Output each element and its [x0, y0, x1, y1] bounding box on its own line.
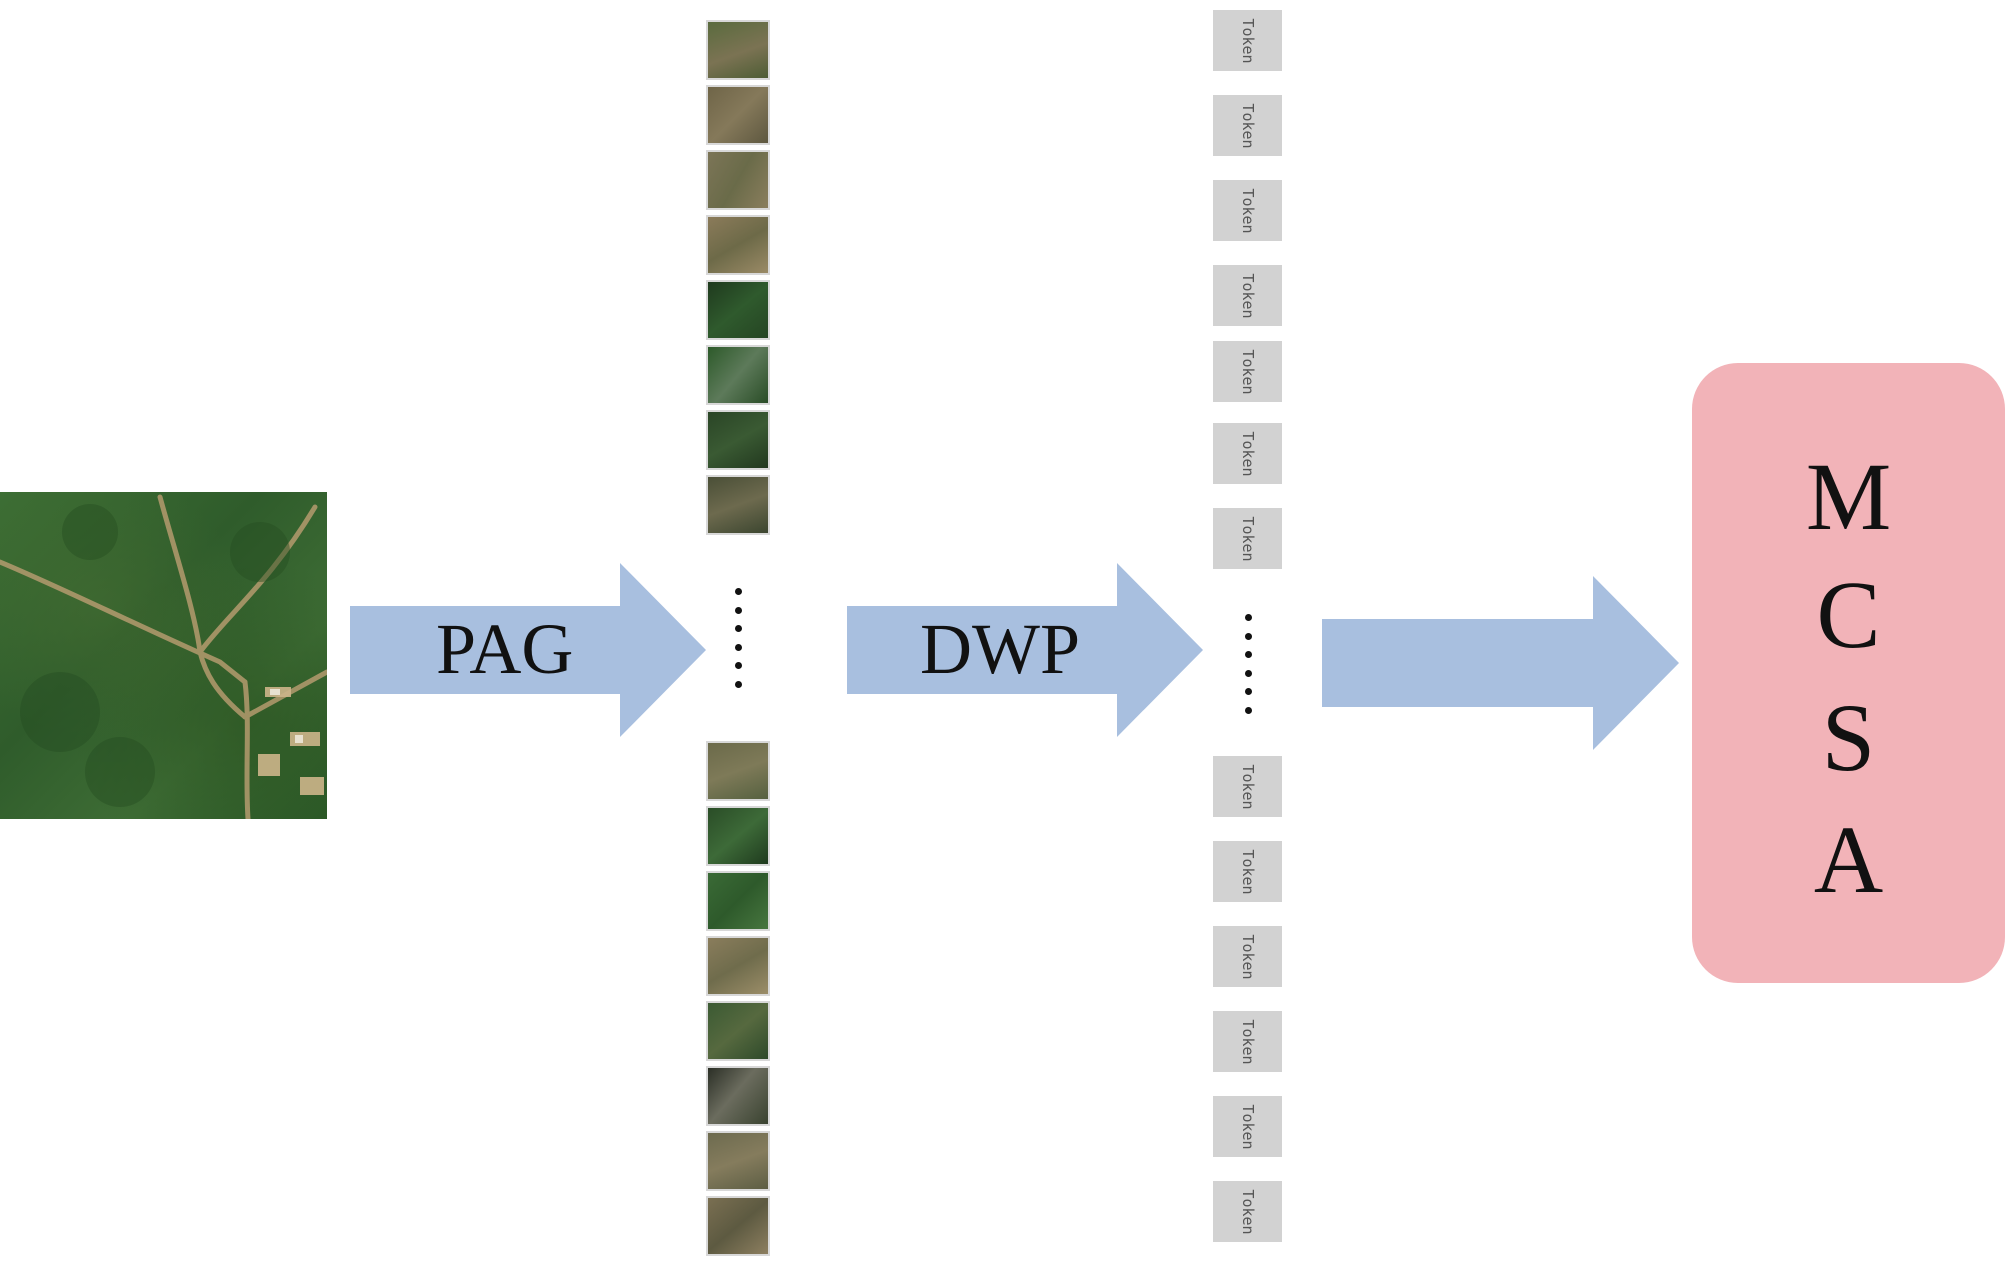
token-label: Token [1238, 102, 1257, 149]
token-label: Token [1238, 1018, 1257, 1065]
token-box: Token [1213, 423, 1282, 484]
token-label: Token [1238, 933, 1257, 980]
mcsa-letter: S [1821, 684, 1876, 791]
token-box: Token [1213, 1011, 1282, 1072]
image-patch [706, 871, 770, 931]
token-label: Token [1238, 848, 1257, 895]
token-label: Token [1238, 1188, 1257, 1235]
mcsa-letter: A [1813, 806, 1884, 913]
image-patch [706, 85, 770, 145]
to-mcsa-arrow [1322, 576, 1679, 750]
image-patch [706, 1066, 770, 1126]
image-patch [706, 741, 770, 801]
token-label: Token [1238, 430, 1257, 477]
token-label: Token [1238, 515, 1257, 562]
image-patch [706, 345, 770, 405]
dwp-arrow: DWP [847, 563, 1203, 737]
mcsa-block: M C S A [1692, 363, 2005, 983]
token-box: Token [1213, 841, 1282, 902]
token-box: Token [1213, 265, 1282, 326]
image-patch [706, 475, 770, 535]
image-patch [706, 20, 770, 80]
token-box: Token [1213, 180, 1282, 241]
aerial-roads-illustration [0, 494, 327, 819]
token-box: Token [1213, 926, 1282, 987]
image-patch [706, 280, 770, 340]
image-patch [706, 1196, 770, 1256]
image-patch [706, 936, 770, 996]
mcsa-letter: M [1805, 443, 1892, 550]
token-label: Token [1238, 272, 1257, 319]
token-box: Token [1213, 341, 1282, 402]
token-label: Token [1238, 348, 1257, 395]
pag-arrow-label: PAG [436, 609, 574, 689]
pag-arrow-shape [350, 563, 706, 737]
token-label: Token [1238, 1103, 1257, 1150]
token-box: Token [1213, 508, 1282, 569]
input-aerial-image [0, 492, 327, 819]
image-patch [706, 215, 770, 275]
token-box: Token [1213, 1181, 1282, 1242]
patch-ellipsis [733, 588, 743, 688]
mcsa-letter: C [1816, 561, 1881, 668]
token-box: Token [1213, 756, 1282, 817]
pag-arrow: PAG [350, 563, 706, 737]
image-patch [706, 410, 770, 470]
token-label: Token [1238, 17, 1257, 64]
token-ellipsis [1243, 614, 1253, 714]
token-label: Token [1238, 763, 1257, 810]
to-mcsa-arrow-shape [1322, 576, 1679, 750]
token-box: Token [1213, 1096, 1282, 1157]
dwp-arrow-shape [847, 563, 1203, 737]
image-patch [706, 1131, 770, 1191]
token-box: Token [1213, 10, 1282, 71]
image-patch [706, 150, 770, 210]
image-patch [706, 806, 770, 866]
dwp-arrow-label: DWP [920, 609, 1080, 689]
token-label: Token [1238, 187, 1257, 234]
token-box: Token [1213, 95, 1282, 156]
image-patch [706, 1001, 770, 1061]
